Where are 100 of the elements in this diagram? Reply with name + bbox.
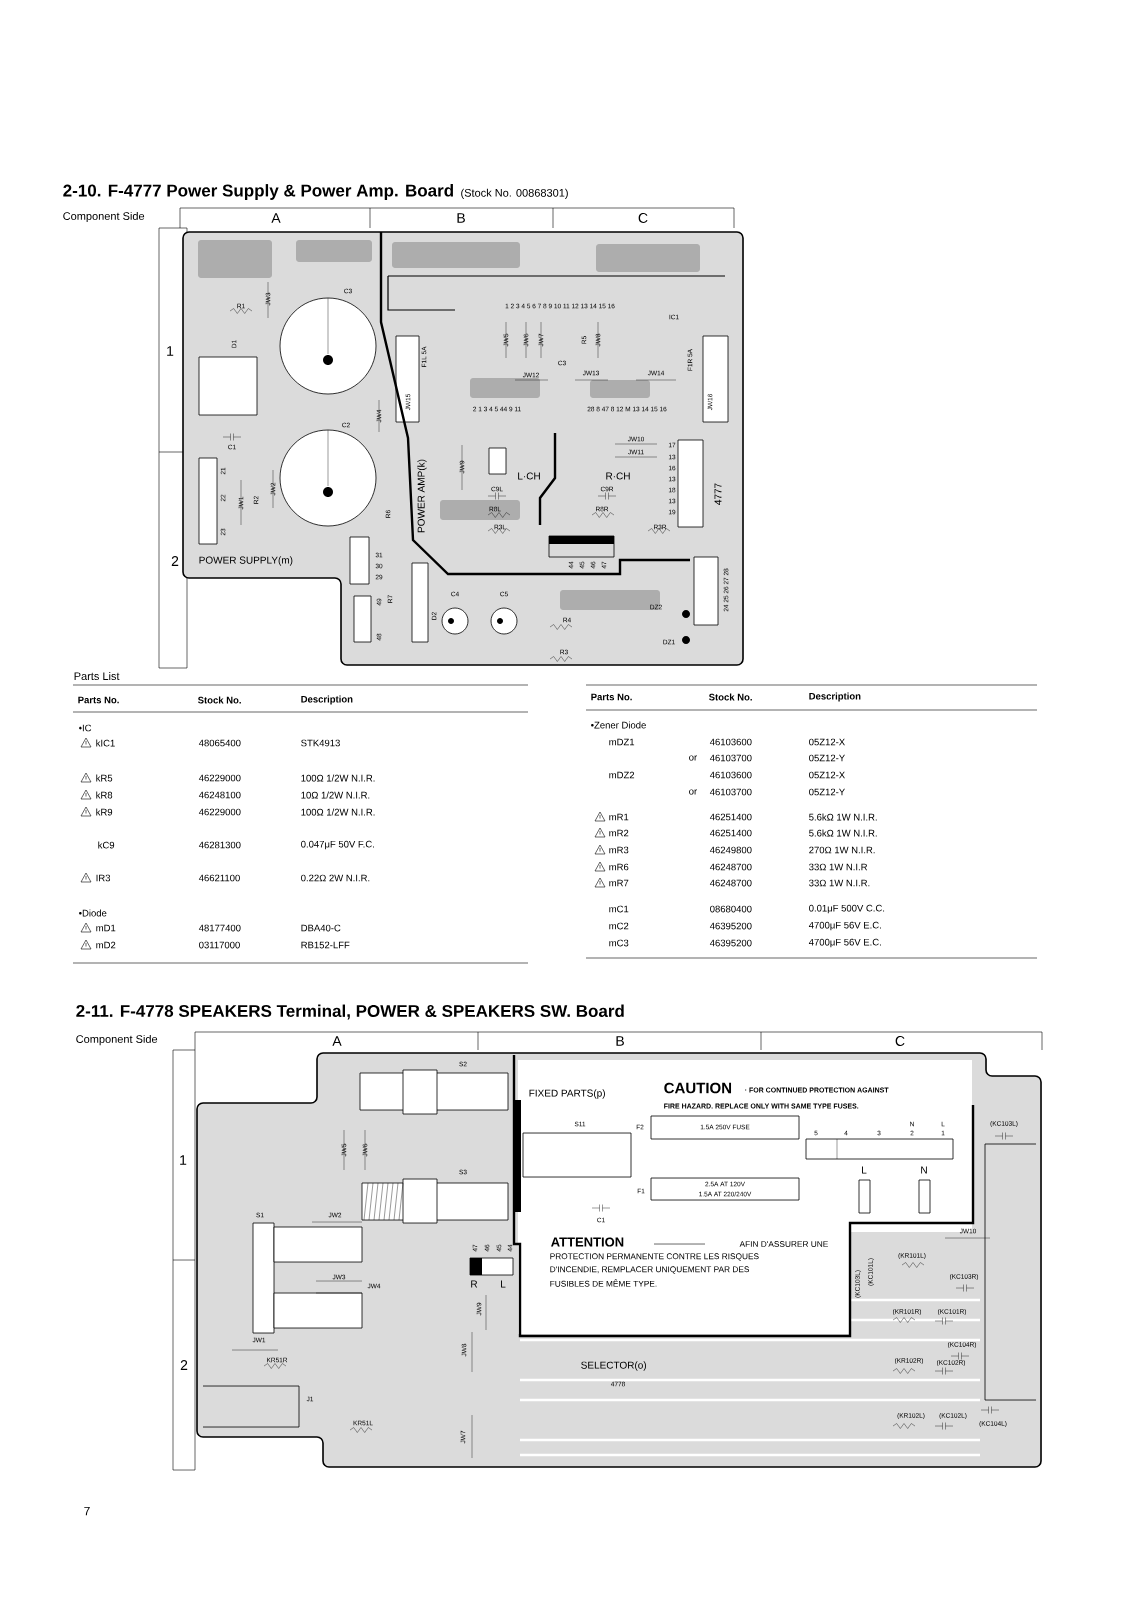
caution-text: AFIN D'ASSURER UNE (739, 1241, 828, 1247)
grid-coordinate: A (332, 1036, 342, 1046)
table-cell: 4700μF 56V E.C. (808, 938, 881, 948)
grid-coordinate: C (638, 213, 648, 223)
table-cell: 46395200 (709, 922, 752, 930)
table-cell: 46248100 (198, 791, 241, 799)
table-header: Description (809, 692, 861, 702)
table-cell: 46248700 (709, 879, 752, 887)
table-cell: 08680400 (710, 905, 752, 913)
board-label: POWER SUPPLY(m) (199, 556, 293, 566)
caution-text: FUSIBLES DE MÊME TYPE. (550, 1279, 657, 1287)
table-cell: mR2 (609, 829, 629, 837)
table-cell: 46251400 (709, 829, 752, 837)
table-header: Parts No. (591, 693, 632, 701)
grid-coordinate: 2 (171, 556, 179, 566)
table-cell: 4700μF 56V E.C. (808, 921, 881, 931)
board-label: SELECTOR(o) (581, 1361, 647, 1371)
table-cell: 46281300 (198, 841, 241, 849)
table-cell: 0.22Ω 2W N.I.R. (301, 874, 370, 882)
table-cell: 100Ω 1/2W N.I.R. (301, 808, 375, 816)
table-cell: or (689, 789, 697, 795)
table-cell: 46103600 (709, 738, 752, 746)
caution-text: PROTECTION PERMANENTE CONTRE LES RISQUES (550, 1253, 759, 1261)
table-cell: mC2 (609, 922, 629, 930)
table-cell: mD2 (96, 941, 116, 949)
table-cell: •Diode (79, 909, 107, 917)
table-cell: 46103600 (709, 771, 752, 779)
table-cell: mC1 (609, 905, 629, 913)
grid-coordinate: B (457, 213, 465, 223)
board-label: R (471, 1280, 478, 1288)
table-cell: 46103700 (709, 788, 752, 796)
table-cell: 0.047μF 50V F.C. (301, 840, 374, 850)
caution-text: D'INCENDIE, REMPLACER UNIQUEMENT PAR DES (550, 1266, 750, 1274)
table-header: Description (301, 695, 353, 705)
table-cell: 46103700 (709, 754, 752, 762)
table-cell: mD1 (96, 924, 116, 932)
table-cell: mC3 (609, 939, 629, 947)
table-cell: mR7 (609, 879, 629, 887)
section-heading: 2-10. F-4777 Power Supply & Power Amp. Board (63, 184, 453, 200)
table-cell: 05Z12-Y (809, 788, 845, 796)
table-cell: •IC (79, 724, 92, 732)
grid-coordinate: A (271, 213, 281, 223)
table-header: Stock No. (709, 693, 752, 701)
table-cell: 5.6kΩ 1W N.I.R. (809, 813, 877, 821)
stock-number: (Stock No. 00868301) (461, 188, 568, 199)
grid-coordinate: 1 (167, 346, 174, 356)
table-cell: 46229000 (198, 774, 241, 782)
grid-coordinate: C (895, 1036, 905, 1046)
table-cell: RB152-LFF (301, 941, 350, 949)
board-label: R·CH (606, 472, 630, 480)
board-label: POWER AMP(k) (417, 459, 427, 533)
caution-heading: CAUTION (664, 1082, 731, 1094)
section-heading: 2-11. F-4778 SPEAKERS Terminal, POWER & SPEAKERS SW. Board (76, 1004, 624, 1020)
table-cell: kR8 (96, 791, 113, 799)
side-label: Parts List (74, 671, 120, 681)
table-cell: 10Ω 1/2W N.I.R. (301, 791, 370, 799)
table-header: Parts No. (78, 696, 119, 704)
table-cell: mR3 (609, 846, 629, 854)
table-cell: 46249800 (709, 846, 752, 854)
table-cell: 46248700 (709, 863, 752, 871)
table-cell: 100Ω 1/2W N.I.R. (301, 774, 375, 782)
table-cell: 46229000 (198, 808, 241, 816)
board-label: L (501, 1280, 506, 1288)
table-cell: kIC1 (96, 739, 115, 747)
table-cell: kC9 (98, 841, 115, 849)
table-cell: mR1 (609, 813, 629, 821)
table-cell: 03117000 (199, 941, 240, 949)
table-cell: kR5 (96, 774, 113, 782)
table-cell: IR3 (96, 874, 111, 882)
page-number: 7 (84, 1506, 90, 1516)
board-label: N (921, 1166, 927, 1174)
grid-coordinate: 1 (180, 1155, 187, 1165)
table-cell: kR9 (96, 808, 113, 816)
table-cell: 0.01μF 500V C.C. (809, 904, 885, 914)
board-label: L (862, 1166, 867, 1174)
table-cell: 05Z12-X (809, 771, 845, 779)
table-cell: 46251400 (709, 813, 752, 821)
table-cell: mR6 (609, 863, 629, 871)
table-cell: 05Z12-X (809, 738, 845, 746)
table-cell: 270Ω 1W N.I.R. (809, 846, 875, 854)
grid-coordinate: 2 (180, 1360, 188, 1370)
table-cell: 33Ω 1W N.I.R. (809, 879, 870, 887)
table-cell: 46395200 (709, 939, 752, 947)
table-cell: STK4913 (301, 739, 340, 747)
table-cell: 46621100 (198, 874, 240, 882)
table-cell: mDZ2 (609, 771, 635, 779)
board-label: L·CH (518, 472, 540, 480)
table-cell: 48177400 (198, 924, 241, 932)
side-label: Component Side (76, 1034, 158, 1046)
board-label: 4777 (714, 483, 722, 505)
table-header: Stock No. (197, 696, 241, 704)
table-cell: 5.6kΩ 1W N.I.R. (809, 829, 877, 837)
grid-coordinate: B (616, 1036, 624, 1046)
caution-heading: ATTENTION (551, 1237, 624, 1247)
table-cell: or (689, 755, 697, 761)
table-cell: •Zener Diode (591, 721, 646, 729)
table-cell: 48065400 (198, 739, 241, 747)
table-cell: 05Z12-Y (809, 754, 845, 762)
table-cell: mDZ1 (609, 738, 635, 746)
table-cell: 33Ω 1W N.I.R (809, 863, 868, 871)
